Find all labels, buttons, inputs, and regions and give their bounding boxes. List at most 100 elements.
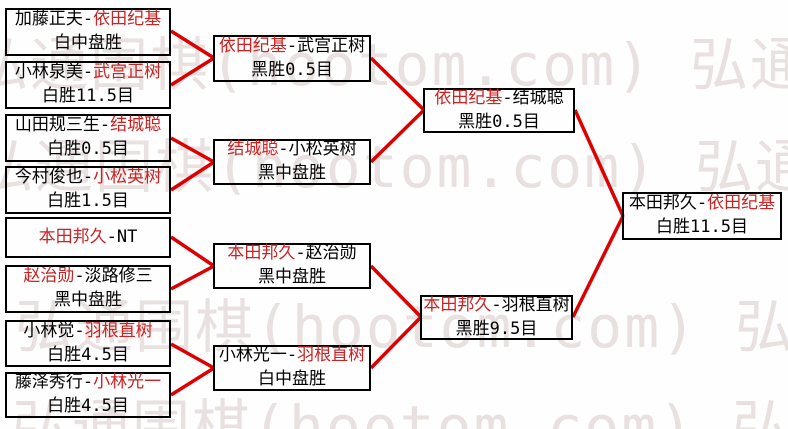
name-separator: -: [106, 226, 117, 247]
match-box-round2-1: 依田纪基-武宫正树 黑胜0.5目: [213, 35, 371, 82]
player-name: 小松英树: [93, 167, 162, 188]
match-box-round1-5: 本田邦久-NT: [5, 217, 171, 258]
connector-line: [170, 264, 215, 291]
match-players: 小林泉美-武宫正树: [15, 61, 161, 85]
match-players: 小林觉-羽根直树: [23, 320, 152, 344]
player-name: 结城聪: [110, 115, 162, 136]
player-name: 小林光一: [218, 345, 287, 366]
match-result: 白胜11.5目: [656, 217, 748, 237]
player-name: 山田规三生: [14, 115, 100, 136]
name-separator: -: [82, 372, 94, 393]
match-result: 黑中盘胜: [258, 267, 326, 287]
player-name: 武宫正树: [93, 62, 162, 83]
name-separator: -: [502, 87, 513, 108]
player-name: 淡路修三: [84, 266, 153, 287]
connector-line: [170, 235, 215, 268]
match-result: 黑胜0.5目: [251, 59, 333, 80]
name-separator: -: [491, 294, 502, 315]
match-players: 本田邦久-NT: [39, 226, 138, 250]
player-name: 依田纪基: [434, 87, 503, 108]
player-name: 小林光一: [93, 372, 162, 393]
name-separator: -: [99, 115, 111, 136]
match-players: 小林光一-羽根直树: [219, 344, 365, 368]
match-players: 本田邦久-羽根直树: [423, 294, 569, 318]
match-box-round1-3: 山田规三生-结城聪 白胜0.5目: [5, 114, 171, 162]
player-name: 羽根直树: [84, 320, 153, 341]
match-result: 白胜1.5目: [47, 191, 129, 211]
player-name: 依田纪基: [93, 9, 162, 30]
name-separator: -: [278, 139, 289, 160]
name-separator: -: [82, 167, 94, 188]
player-name: NT: [116, 226, 138, 247]
match-box-semifinal-1: 依田纪基-结城聪 黑胜0.5目: [423, 88, 575, 133]
player-name: 赵治勋: [305, 243, 357, 264]
match-result: 白中盘胜: [54, 33, 122, 53]
match-result: 黑中盘胜: [258, 163, 326, 183]
player-name: 藤泽秀行: [14, 372, 83, 393]
name-separator: -: [696, 193, 708, 214]
match-players: 赵治勋-淡路修三: [23, 265, 152, 289]
match-result: 白胜11.5目: [42, 86, 134, 106]
match-box-round1-2: 小林泉美-武宫正树 白胜11.5目: [5, 61, 171, 109]
match-players: 今村俊也-小松英树: [15, 166, 161, 190]
match-players: 结城聪-小松英树: [227, 138, 356, 162]
player-name: 结城聪: [512, 87, 564, 108]
player-name: 赵治勋: [23, 266, 75, 287]
player-name: 本田邦久: [38, 226, 107, 247]
connector-line: [170, 136, 215, 164]
match-result: 黑中盘胜: [54, 290, 122, 310]
match-box-round2-4: 小林光一-羽根直树 白中盘胜: [213, 345, 371, 391]
player-name: 依田纪基: [218, 35, 287, 56]
match-result: 白胜0.5目: [47, 139, 129, 159]
name-separator: -: [286, 35, 298, 56]
match-box-round1-6: 赵治勋-淡路修三 黑中盘胜: [5, 265, 171, 313]
connector-line: [369, 315, 423, 370]
match-result: 白中盘胜: [258, 369, 326, 389]
player-name: 今村俊也: [14, 167, 83, 188]
match-players: 依田纪基-武宫正树: [219, 35, 365, 59]
match-box-final: 本田邦久-依田纪基 白胜11.5目: [622, 192, 782, 240]
player-name: 小松英树: [288, 139, 357, 160]
match-box-round1-8: 藤泽秀行-小林光一 白胜4.5目: [5, 372, 171, 418]
connector-line: [170, 56, 215, 87]
connector-line: [571, 215, 625, 318]
match-players: 藤泽秀行-小林光一: [15, 371, 161, 395]
connector-line: [369, 264, 423, 319]
match-players: 山田规三生-结城聪: [15, 114, 161, 138]
match-box-round2-3: 本田邦久-赵治勋 黑中盘胜: [213, 243, 371, 289]
match-players: 加藤正夫-依田纪基: [15, 8, 161, 32]
match-box-round1-1: 加藤正夫-依田纪基 白中盘胜: [5, 8, 171, 56]
connector-line: [170, 160, 215, 192]
player-name: 依田纪基: [707, 193, 776, 214]
connector-line: [170, 342, 215, 370]
player-name: 本田邦久: [227, 243, 296, 264]
match-box-round1-7: 小林觉-羽根直树 白胜4.5目: [5, 320, 171, 367]
connector-line: [170, 366, 215, 397]
match-result: 黑胜0.5目: [458, 111, 540, 132]
player-name: 加藤正夫: [14, 9, 83, 30]
player-name: 小林泉美: [14, 62, 83, 83]
player-name: 小林觉: [23, 320, 75, 341]
connector-line: [170, 29, 215, 60]
connector-line: [369, 108, 426, 164]
name-separator: -: [74, 266, 85, 287]
match-result: 白胜4.5目: [47, 344, 129, 365]
player-name: 羽根直树: [501, 294, 570, 315]
match-players: 本田邦久-依田纪基: [629, 192, 775, 216]
match-result: 黑胜9.5目: [455, 318, 538, 339]
match-result: 白胜4.5目: [47, 396, 129, 416]
match-box-round1-4: 今村俊也-小松英树 白胜1.5目: [5, 166, 171, 214]
match-box-semifinal-2: 本田邦久-羽根直树 黑胜9.5目: [420, 295, 573, 340]
watermark-text: 弘通围棋(hootom.com) 弘通: [15, 293, 788, 361]
watermark-text: 弘通围棋(hootom.com) 弘通: [0, 31, 788, 99]
match-box-round2-2: 结城聪-小松英树 黑中盘胜: [213, 139, 371, 185]
player-name: 本田邦久: [628, 193, 697, 214]
watermark-text: 弘通围棋(hootom.com) 弘通: [12, 393, 788, 429]
name-separator: -: [286, 345, 298, 366]
name-separator: -: [74, 320, 85, 341]
player-name: 结城聪: [227, 139, 279, 160]
name-separator: -: [295, 243, 306, 264]
name-separator: -: [82, 9, 94, 30]
